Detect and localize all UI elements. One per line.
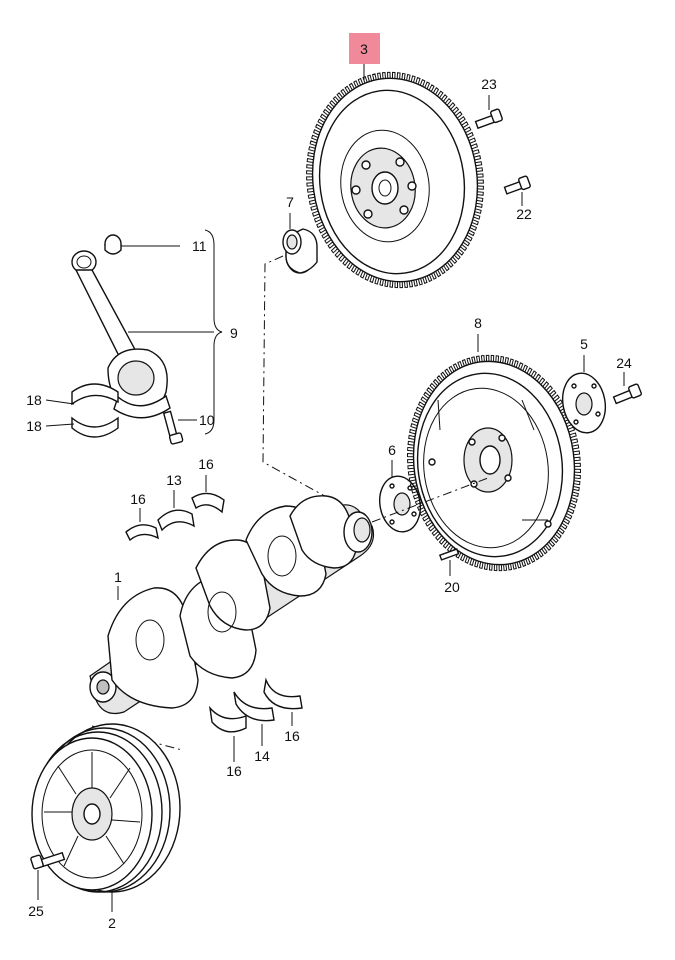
bolt-part-22[interactable] — [503, 175, 531, 195]
thrust-washer-part-16-lower-right[interactable] — [263, 677, 303, 710]
callout-9: 9 — [230, 325, 238, 341]
thrust-washer-part-16-upper-right[interactable] — [191, 492, 225, 514]
callout-18a: 18 — [26, 392, 42, 408]
callout-10: 10 — [199, 412, 215, 428]
callout-1: 1 — [114, 569, 122, 585]
callout-7: 7 — [286, 194, 294, 210]
assembly-guide-line — [262, 255, 373, 523]
bolt-part-25[interactable] — [30, 851, 66, 870]
bushing-part-7[interactable] — [282, 228, 318, 274]
callout-8: 8 — [474, 315, 482, 331]
callout-24: 24 — [616, 355, 632, 371]
vibration-damper-pulley-part-2[interactable] — [31, 723, 181, 893]
thrust-washer-part-16-lower-left[interactable] — [208, 705, 247, 733]
callout-18b: 18 — [26, 418, 42, 434]
callout-5: 5 — [580, 336, 588, 352]
flywheel-part-3[interactable] — [300, 68, 491, 293]
drive-plate-guide-line — [371, 477, 489, 523]
drive-plate-part-8[interactable] — [401, 351, 588, 575]
callout-6: 6 — [388, 442, 396, 458]
highlight-box-3 — [349, 33, 380, 64]
main-bearing-part-14[interactable] — [233, 691, 275, 722]
gear-teeth — [407, 354, 581, 572]
callout-11: 11 — [192, 238, 207, 254]
callout-16d: 16 — [284, 728, 300, 744]
callout-23: 23 — [481, 76, 497, 92]
callout-16b: 16 — [198, 456, 214, 472]
gear-teeth — [306, 71, 484, 289]
bolt-part-24[interactable] — [612, 383, 642, 405]
group-bracket-9 — [204, 229, 223, 435]
conrod-bolt-part-10[interactable] — [162, 410, 184, 445]
bearing-shell-part-18-lower[interactable] — [71, 416, 119, 438]
shim-plate-part-6[interactable] — [375, 473, 424, 535]
connecting-rod-part-9[interactable] — [71, 250, 171, 419]
callout-20: 20 — [444, 579, 460, 595]
callout-25: 25 — [28, 903, 44, 919]
callout-13: 13 — [166, 472, 182, 488]
bolt-part-23[interactable] — [474, 108, 503, 130]
dowel-pin-part-20[interactable] — [438, 548, 460, 561]
callout-14: 14 — [254, 748, 270, 764]
bearing-shell-part-18-upper[interactable] — [71, 383, 119, 406]
callout-22: 22 — [516, 206, 532, 222]
crankshaft-part-1[interactable] — [89, 495, 375, 715]
main-bearing-part-13[interactable] — [157, 509, 195, 532]
piston-pin-bushing-part-11[interactable] — [104, 234, 122, 255]
callout-16a: 16 — [130, 491, 146, 507]
callout-16c: 16 — [226, 763, 242, 779]
thrust-washer-part-16-upper-left[interactable] — [125, 524, 159, 542]
callout-3: 3 — [360, 41, 368, 57]
shim-plate-part-5[interactable] — [558, 370, 610, 436]
callout-2: 2 — [108, 915, 116, 931]
